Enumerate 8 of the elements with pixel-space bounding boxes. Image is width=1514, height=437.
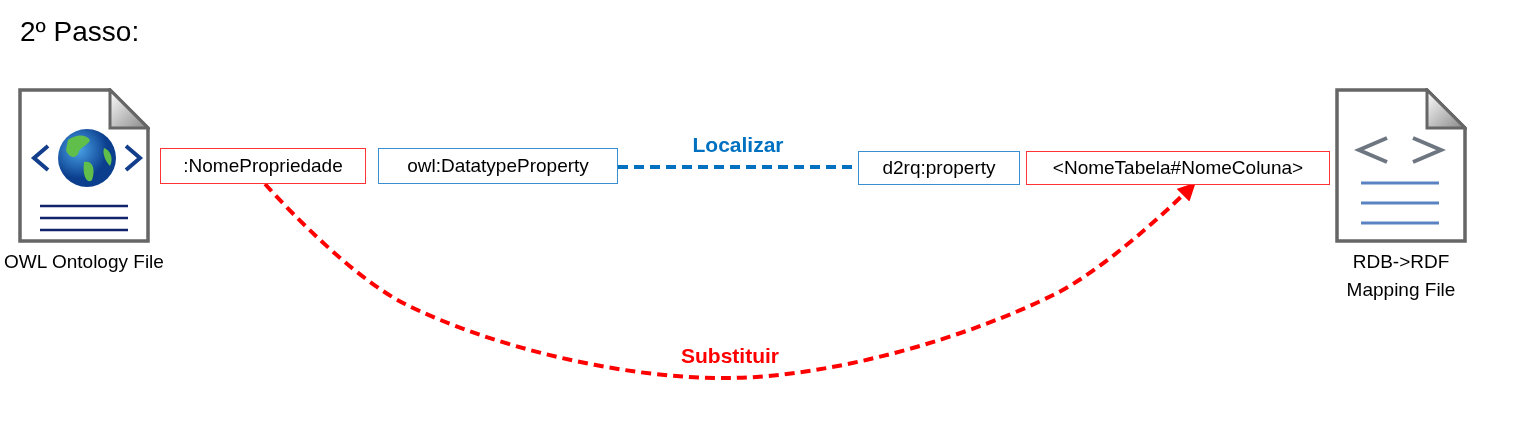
file-caption: OWL Ontology File (3, 250, 165, 274)
label-box: <NomeTabela#NomeColuna> (1026, 151, 1330, 185)
title: 2º Passo: (20, 16, 140, 48)
label-box: d2rq:property (858, 151, 1020, 185)
label-box: owl:DatatypeProperty (378, 148, 618, 184)
file-caption: RDB->RDF Mapping File (1345, 250, 1457, 302)
label-box: :NomePropriedade (160, 148, 366, 184)
arrow (263, 182, 1196, 380)
